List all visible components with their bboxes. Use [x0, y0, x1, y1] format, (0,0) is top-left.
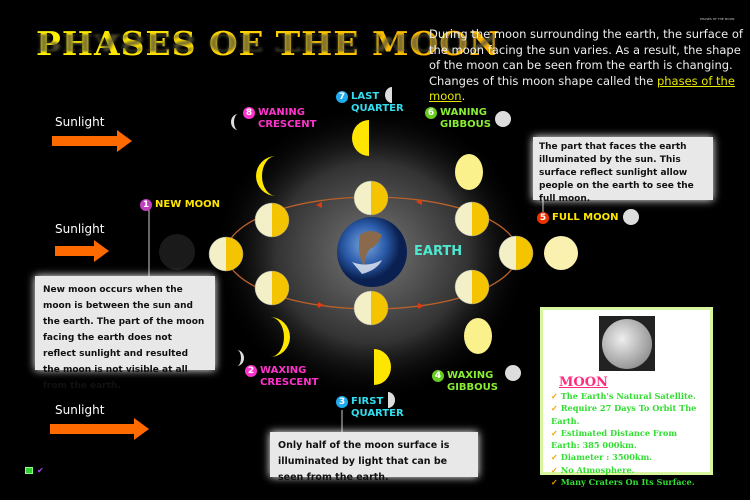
phase-name: GIBBOUS: [440, 119, 491, 130]
moon-facts-title: MOON: [559, 375, 608, 390]
first-quarter-info-box: Only half of the moon surface is illumin…: [270, 432, 478, 483]
first-quarter: [374, 349, 391, 385]
moon-photo: [598, 316, 655, 371]
phase-name: WANING: [440, 107, 487, 118]
full-moon: [544, 236, 578, 270]
page-title: PHASES OF THE MOON: [36, 24, 501, 63]
orbit-arrows: [316, 199, 424, 309]
sunlight-label: Sunlight: [55, 222, 105, 236]
waning-gibbous: [455, 154, 483, 190]
orbit-moon: [454, 269, 490, 305]
sunlight-label: Sunlight: [55, 115, 105, 129]
sunlight-arrow: [55, 240, 109, 262]
phase-name: WANING: [258, 107, 305, 118]
moon-fact: Diameter : 3500km.: [551, 451, 702, 463]
waning-crescent: [256, 156, 276, 196]
phase-name: GIBBOUS: [447, 382, 498, 393]
phase-name: FULL MOON: [552, 212, 619, 223]
orbit-moon: [353, 180, 389, 216]
phase-number: 2: [245, 365, 257, 377]
intro-end: .: [461, 89, 466, 103]
intro-text: During the moon surrounding the earth, t…: [429, 27, 747, 105]
orbit-moon: [254, 202, 290, 238]
phase-number: 3: [336, 396, 348, 408]
phase-number: 4: [432, 370, 444, 382]
sunlight-arrow: [52, 130, 132, 152]
phase-name: QUARTER: [351, 103, 404, 114]
phase-name: WAXING: [447, 370, 494, 381]
phase-number: 7: [336, 91, 348, 103]
phase-number: 1: [140, 199, 152, 211]
intro-body: During the moon surrounding the earth, t…: [429, 27, 743, 88]
moon-fact: Require 27 Days To Orbit The Earth.: [551, 402, 702, 427]
new-moon-info-box: New moon occurs when the moon is between…: [35, 276, 215, 391]
logo-icon: ✔: [37, 466, 44, 475]
orbit-moon: [353, 290, 389, 326]
orbit-moon: [498, 235, 534, 271]
play-icon[interactable]: [25, 467, 33, 474]
sunlight-label: Sunlight: [55, 403, 105, 417]
moon-fact: The Earth's Natural Satellite.: [551, 390, 702, 402]
moon-fact: Many Craters On Its Surface.: [551, 476, 702, 488]
phase-name: QUARTER: [351, 408, 404, 419]
phase-name: CRESCENT: [258, 119, 317, 130]
earth-label: EARTH: [414, 244, 463, 259]
phase-name: WAXING: [260, 365, 307, 376]
intro-highlight: phases of the moon: [429, 73, 735, 104]
last-quarter: [352, 120, 369, 156]
moon-fact: Estimated Distance From Earth: 385 000km…: [551, 427, 702, 452]
phase-number: 6: [425, 107, 437, 119]
phase-name: NEW MOON: [155, 199, 221, 210]
phase-name: CRESCENT: [260, 377, 319, 388]
orbit-moon: [454, 201, 490, 237]
moon-fact: No Atmosphere.: [551, 464, 702, 476]
phase-number: 5: [537, 212, 549, 224]
small-moon-icons: [231, 87, 639, 408]
sunlight-arrow: [50, 418, 149, 440]
full-moon-info-box: The part that faces the earth illuminate…: [533, 137, 713, 204]
waxing-crescent: [270, 317, 290, 357]
new-moon: [159, 234, 195, 270]
orbit-moon: [208, 236, 244, 272]
phase-name: LAST: [351, 91, 380, 102]
phase-number: 8: [243, 107, 255, 119]
moon-facts-panel: MOON The Earth's Natural Satellite.Requi…: [540, 307, 713, 487]
phase-name: FIRST: [351, 396, 384, 407]
orbit-moon: [254, 270, 290, 306]
waxing-gibbous: [464, 318, 492, 354]
tiny-caption: PHASES OF THE MOON: [700, 17, 735, 21]
earth: [337, 217, 407, 287]
